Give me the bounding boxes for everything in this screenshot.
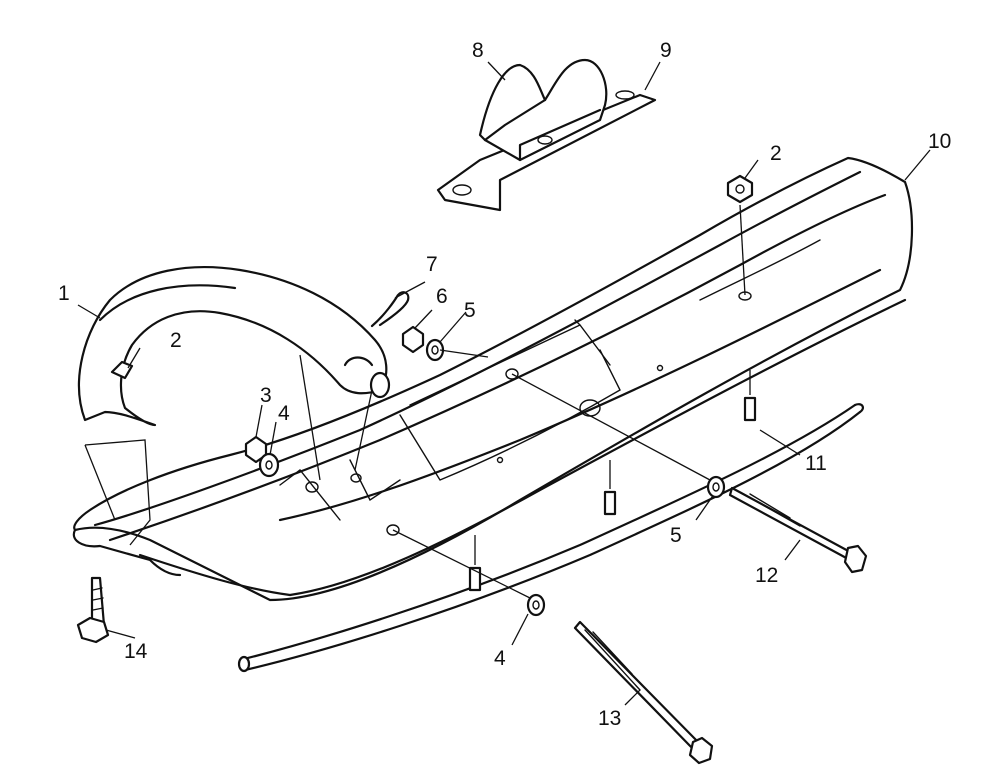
callout-13: 13 bbox=[598, 707, 621, 730]
ski-saddle bbox=[436, 58, 657, 212]
callout-8: 8 bbox=[472, 39, 484, 62]
callout-4: 4 bbox=[494, 647, 506, 670]
callout-7: 7 bbox=[426, 253, 438, 276]
callout-5: 5 bbox=[464, 299, 476, 322]
callout-4: 4 bbox=[278, 402, 290, 425]
callout-5: 5 bbox=[670, 524, 682, 547]
callout-12: 12 bbox=[755, 564, 778, 587]
callout-11: 11 bbox=[805, 452, 827, 475]
hardware bbox=[110, 174, 754, 617]
wear-rod bbox=[237, 370, 864, 673]
callout-10: 10 bbox=[928, 130, 951, 153]
callout-9: 9 bbox=[660, 39, 672, 62]
callouts: 1 2 2 3 4 4 5 5 6 7 8 9 10 11 12 13 14 bbox=[58, 39, 951, 730]
leader-lines bbox=[77, 61, 931, 706]
callout-2: 2 bbox=[770, 142, 782, 165]
callout-6: 6 bbox=[436, 285, 448, 308]
ski-body bbox=[72, 156, 914, 602]
callout-3: 3 bbox=[260, 384, 272, 407]
callout-1: 1 bbox=[58, 282, 70, 305]
callout-2: 2 bbox=[170, 329, 182, 352]
callout-14: 14 bbox=[124, 640, 148, 663]
ski-handle bbox=[77, 265, 391, 427]
bolts bbox=[76, 486, 868, 765]
